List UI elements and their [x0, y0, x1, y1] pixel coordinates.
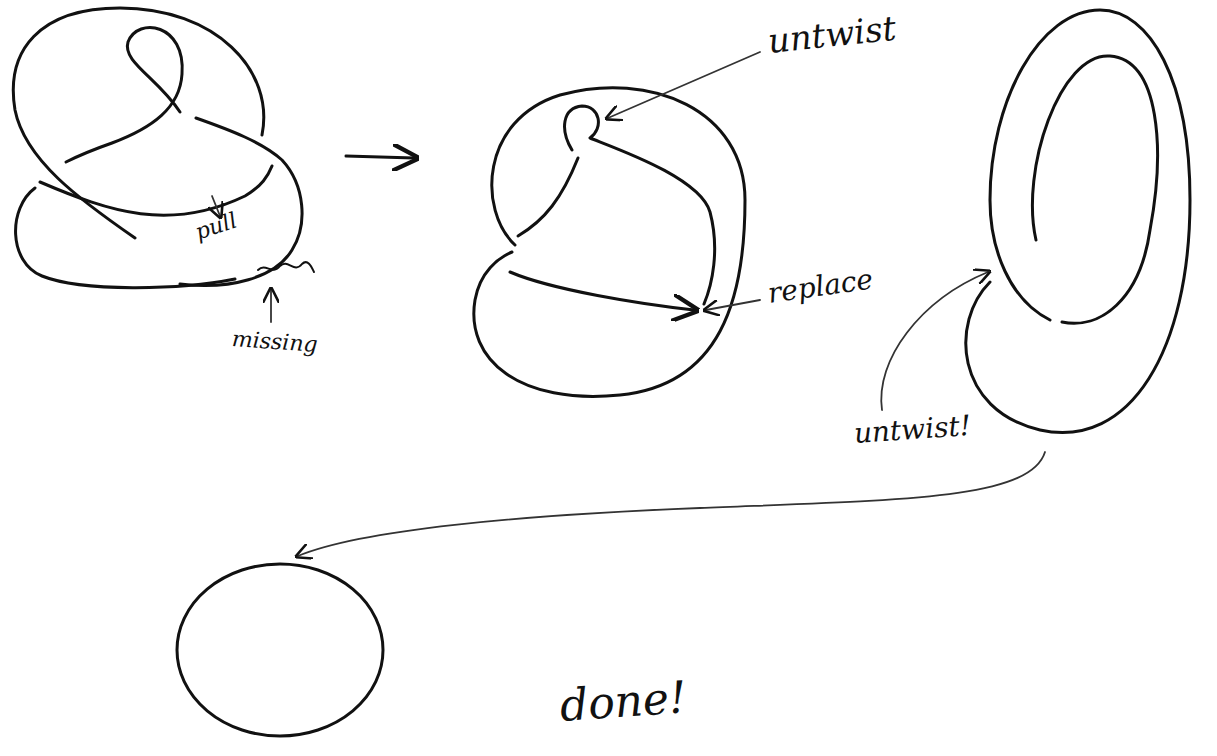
- knot-strand: [510, 272, 694, 310]
- handwritten-note: untwist: [766, 11, 897, 58]
- scribble: [258, 262, 314, 272]
- knot-strand: [40, 166, 272, 215]
- knot-strand: [474, 88, 745, 397]
- leader-line: [881, 272, 988, 410]
- knot-strand: [518, 158, 578, 236]
- knot-strand: [966, 10, 1190, 433]
- handwritten-note: pull: [193, 209, 240, 243]
- step-arrow: [298, 452, 1045, 556]
- knot-strand: [1032, 56, 1157, 323]
- knot-strand: [180, 118, 302, 286]
- knot-strand: [565, 106, 715, 304]
- leader-line: [706, 300, 760, 310]
- handwritten-note: missing: [231, 328, 318, 356]
- handwritten-note: replace: [766, 265, 875, 307]
- leader-line: [608, 52, 760, 118]
- step-arrow: [346, 156, 414, 158]
- leader-line: [270, 290, 272, 322]
- handwritten-note: done!: [558, 675, 687, 728]
- handwritten-note: untwist!: [853, 412, 972, 448]
- knot-strand: [66, 28, 182, 162]
- unknot: [177, 564, 383, 736]
